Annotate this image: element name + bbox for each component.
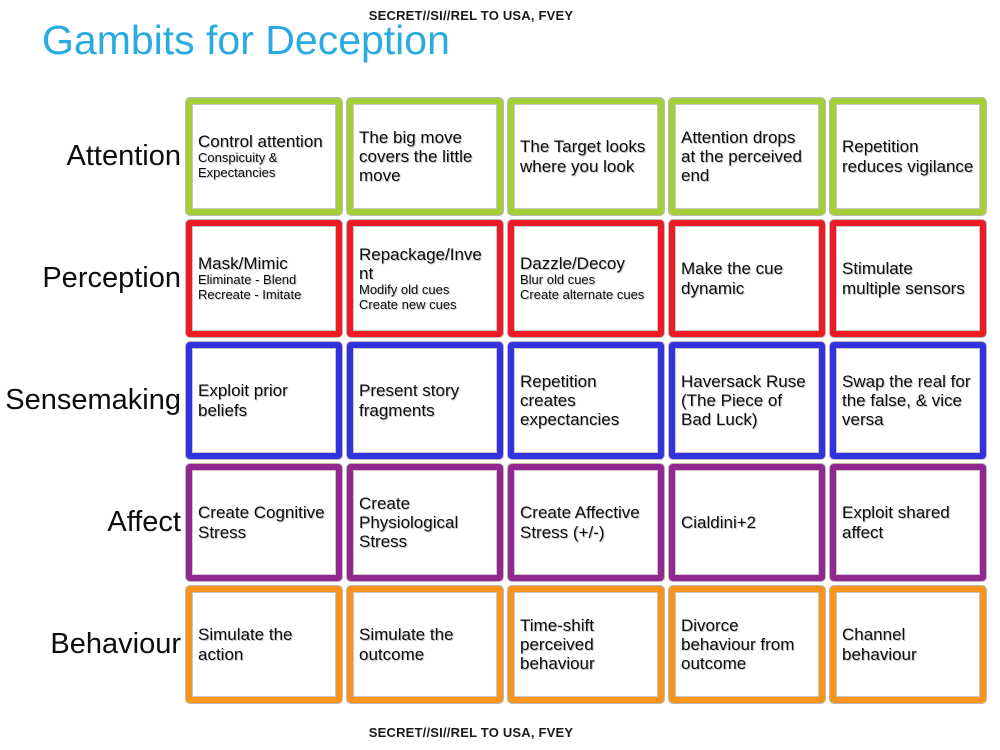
gambit-cell-main: Create Physiological Stress xyxy=(359,493,459,552)
gambit-cell-main: Time-shift perceived behaviour xyxy=(520,615,595,674)
gambit-cell-main: The big move covers the little move xyxy=(359,127,473,186)
gambit-cell: Create Physiological Stress xyxy=(347,464,503,581)
gambit-cell: Repetition creates expectancies xyxy=(508,342,664,459)
row-label-sensemaking: Sensemaking xyxy=(5,384,181,416)
gambit-cell-main: Exploit shared affect xyxy=(842,503,950,542)
gambit-cell: Control attention Conspicuity & Expectan… xyxy=(186,98,342,215)
gambit-cell-main: Stimulate multiple sensors xyxy=(842,259,965,298)
gambits-matrix: Attention Control attention Conspicuity … xyxy=(0,98,986,703)
gambit-cell-main: Repetition creates expectancies xyxy=(520,371,620,430)
gambit-cell-sub: Blur old cues Create alternate cues xyxy=(520,272,645,303)
gambit-cell: Exploit prior beliefs xyxy=(186,342,342,459)
gambit-cell: Repackage/Invent Modify old cues Create … xyxy=(347,220,503,337)
gambit-cell: Make the cue dynamic xyxy=(669,220,825,337)
gambit-cell-main: The Target looks where you look xyxy=(520,137,646,176)
row-attention: Attention Control attention Conspicuity … xyxy=(0,98,986,215)
gambit-cell: Stimulate multiple sensors xyxy=(830,220,986,337)
gambit-cell-main: Cialdini+2 xyxy=(681,512,757,532)
gambit-cell: Exploit shared affect xyxy=(830,464,986,581)
gambit-cell-main: Swap the real for the false, & vice vers… xyxy=(842,371,971,430)
gambit-cell-main: Make the cue dynamic xyxy=(681,259,784,298)
gambit-cell: Mask/Mimic Eliminate - Blend Recreate - … xyxy=(186,220,342,337)
gambit-cell: Channel behaviour xyxy=(830,586,986,703)
gambit-cell-main: Create Cognitive Stress xyxy=(198,503,325,542)
gambit-cell: Create Affective Stress (+/-) xyxy=(508,464,664,581)
gambit-cell: Attention drops at the perceived end xyxy=(669,98,825,215)
gambit-cell: Create Cognitive Stress xyxy=(186,464,342,581)
row-sensemaking: Sensemaking Exploit prior beliefs Presen… xyxy=(0,342,986,459)
gambit-cell-sub: Conspicuity & Expectancies xyxy=(198,150,278,181)
gambit-cell-main: Simulate the outcome xyxy=(359,625,454,664)
gambit-cell: Cialdini+2 xyxy=(669,464,825,581)
gambit-cell: Dazzle/Decoy Blur old cues Create altern… xyxy=(508,220,664,337)
gambit-cell-main: Channel behaviour xyxy=(842,625,917,664)
gambit-cell-main: Create Affective Stress (+/-) xyxy=(520,503,640,542)
gambit-cell: Divorce behaviour from outcome xyxy=(669,586,825,703)
gambit-cell: Repetition reduces vigilance xyxy=(830,98,986,215)
gambit-cell-main: Repackage/Invent xyxy=(359,244,482,283)
slide-title: Gambits for Deception xyxy=(42,17,450,63)
gambit-cell: Simulate the outcome xyxy=(347,586,503,703)
gambit-cell-sub: Eliminate - Blend Recreate - Imitate xyxy=(198,272,302,303)
gambit-cell-main: Divorce behaviour from outcome xyxy=(681,615,795,674)
gambit-cell-sub: Modify old cues Create new cues xyxy=(359,281,457,312)
gambit-cell-main: Simulate the action xyxy=(198,625,293,664)
row-label-attention: Attention xyxy=(66,140,181,172)
gambit-cell: The big move covers the little move xyxy=(347,98,503,215)
gambit-cell: Haversack Ruse (The Piece of Bad Luck) xyxy=(669,342,825,459)
gambit-cell: The Target looks where you look xyxy=(508,98,664,215)
row-label-perception: Perception xyxy=(42,262,181,294)
gambit-cell-main: Dazzle/Decoy xyxy=(520,254,625,274)
gambit-cell-main: Mask/Mimic xyxy=(198,254,288,274)
classification-banner-bottom: SECRET//SI//REL TO USA, FVEY xyxy=(368,725,574,740)
gambit-cell: Time-shift perceived behaviour xyxy=(508,586,664,703)
gambit-cell-main: Control attention xyxy=(198,132,323,152)
gambit-cell-main: Repetition reduces vigilance xyxy=(842,137,974,176)
row-label-affect: Affect xyxy=(107,506,181,538)
row-label-behaviour: Behaviour xyxy=(50,628,181,660)
gambit-cell-main: Exploit prior beliefs xyxy=(198,381,288,420)
gambit-cell-main: Present story fragments xyxy=(359,381,460,420)
gambit-cell-main: Haversack Ruse (The Piece of Bad Luck) xyxy=(681,371,806,430)
gambit-cell: Present story fragments xyxy=(347,342,503,459)
gambit-cell: Swap the real for the false, & vice vers… xyxy=(830,342,986,459)
row-perception: Perception Mask/Mimic Eliminate - Blend … xyxy=(0,220,986,337)
gambit-cell-main: Attention drops at the perceived end xyxy=(681,127,802,186)
classification-banner-top: SECRET//SI//REL TO USA, FVEY xyxy=(368,8,574,23)
gambit-cell: Simulate the action xyxy=(186,586,342,703)
row-affect: Affect Create Cognitive Stress Create Ph… xyxy=(0,464,986,581)
row-behaviour: Behaviour Simulate the action Simulate t… xyxy=(0,586,986,703)
